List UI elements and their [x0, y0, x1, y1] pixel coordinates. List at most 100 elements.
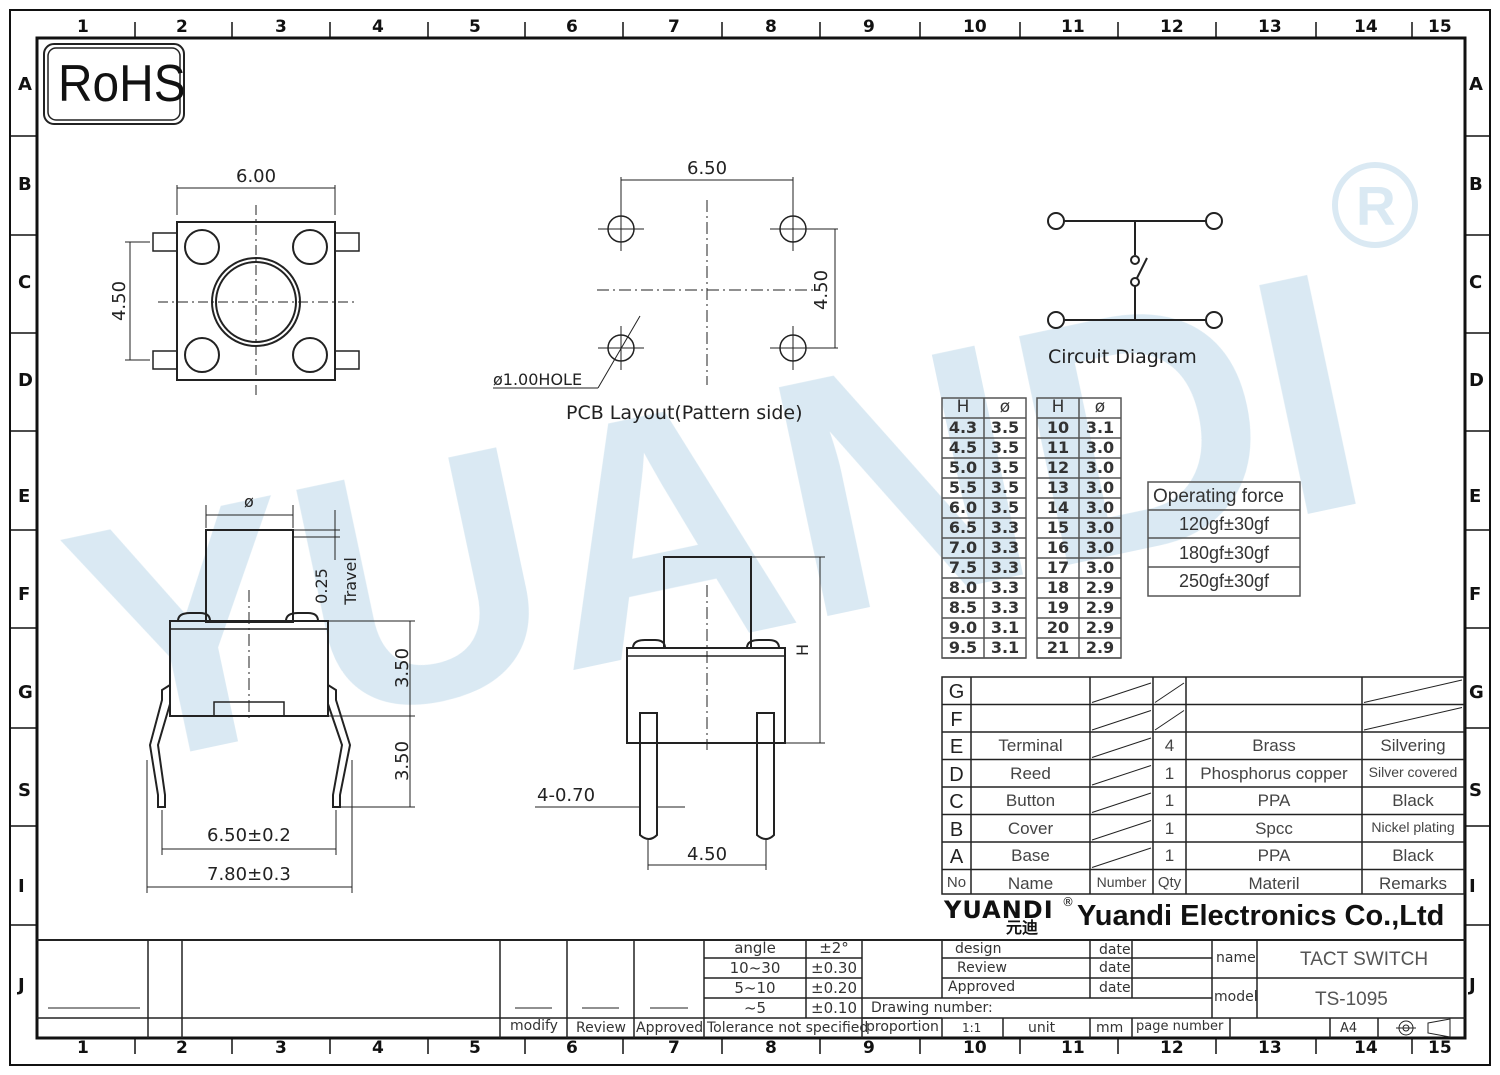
- zone-col-top-9: 9: [863, 17, 875, 37]
- hd-cell-d: 3.0: [1085, 498, 1115, 517]
- zone-row-left-J: J: [18, 975, 25, 996]
- zone-row-right-F: F: [1469, 584, 1482, 605]
- hd-cell-d: 3.0: [1085, 538, 1115, 557]
- tolerance-value: ±0.20: [811, 979, 857, 997]
- unit-label: unit: [1028, 1020, 1056, 1036]
- bom-material: Brass: [1252, 736, 1296, 755]
- zone-row-right-D: D: [1469, 370, 1484, 391]
- zone-col-top-14: 14: [1354, 17, 1378, 37]
- zone-col-bottom-5: 5: [469, 1038, 481, 1058]
- zone-row-left-C: C: [18, 272, 32, 293]
- company-name: Yuandi Electronics Co.,Ltd: [1077, 900, 1445, 932]
- side-view: [146, 505, 415, 893]
- model-label: model: [1214, 989, 1258, 1005]
- circuit-diagram: [1047, 212, 1223, 329]
- zone-row-left-E: E: [18, 486, 31, 507]
- tolerance-value: ±2°: [819, 939, 849, 957]
- hd-cell-d: 3.0: [1085, 438, 1115, 457]
- hd-table-grid: [941, 397, 1122, 659]
- bom-name: Button: [1005, 791, 1056, 810]
- zone-col-top-7: 7: [668, 17, 680, 37]
- force-value: 180gf±30gf: [1179, 542, 1269, 563]
- tolerance-range: ~5: [743, 999, 767, 1017]
- hd-cell-d: 3.0: [1085, 478, 1115, 497]
- zone-col-bottom-15: 15: [1428, 1038, 1452, 1058]
- hd-cell-h: 8.0: [948, 578, 978, 597]
- review-label: Review: [576, 1020, 626, 1036]
- zone-col-bottom-6: 6: [566, 1038, 578, 1058]
- bom-qty: 4: [1164, 736, 1175, 755]
- tolerance-range: 5~10: [734, 979, 776, 997]
- zone-row-right-B: B: [1469, 174, 1483, 195]
- bom-qty: 1: [1164, 791, 1175, 810]
- hd-cell-h: 13: [1046, 478, 1070, 497]
- hd-cell-h: 12: [1046, 458, 1070, 477]
- unit-value: mm: [1096, 1020, 1124, 1036]
- hd-cell-h: 5.5: [948, 478, 978, 497]
- bom-name: Terminal: [998, 736, 1063, 755]
- front-h-label: H: [793, 643, 813, 657]
- zone-col-bottom-9: 9: [863, 1038, 875, 1058]
- company-logo: YUANDI: [944, 896, 1054, 924]
- hd-cell-d: 3.5: [990, 438, 1020, 457]
- model-value: TS-1095: [1315, 989, 1388, 1010]
- hd-header-d: ø: [999, 397, 1011, 417]
- hd-cell-d: 3.1: [990, 618, 1020, 637]
- zone-row-left-F: F: [18, 584, 31, 605]
- hd-cell-d: 3.3: [990, 558, 1020, 577]
- hd-cell-h: 4.5: [948, 438, 978, 457]
- hd-cell-h: 4.3: [948, 418, 978, 437]
- tolerance-value: ±0.30: [811, 959, 857, 977]
- pcb-caption: PCB Layout(Pattern side): [566, 402, 803, 424]
- hd-cell-h: 5.0: [948, 458, 978, 477]
- hd-cell-h: 15: [1046, 518, 1070, 537]
- zone-col-top-15: 15: [1428, 17, 1452, 37]
- bom-no: F: [950, 708, 963, 731]
- hd-cell-d: 2.9: [1085, 638, 1115, 657]
- force-table-grid: [1147, 481, 1301, 597]
- company-logo-cn: 元迪: [1006, 918, 1039, 937]
- circuit-caption: Circuit Diagram: [1048, 346, 1197, 368]
- zone-col-top-5: 5: [469, 17, 481, 37]
- front-pitch-dim: 4.50: [687, 844, 728, 865]
- zone-col-top-12: 12: [1160, 17, 1184, 37]
- name-label: name: [1216, 950, 1256, 966]
- zone-col-top-1: 1: [77, 17, 89, 37]
- zone-col-bottom-3: 3: [275, 1038, 287, 1058]
- bom-qty: 1: [1164, 846, 1175, 865]
- bom-no: E: [949, 736, 964, 758]
- top-view: [125, 185, 360, 395]
- design-label: design: [955, 941, 1002, 957]
- zone-row-left-A: A: [18, 74, 32, 95]
- zone-col-top-8: 8: [765, 17, 777, 37]
- top-width-dim: 6.00: [236, 166, 277, 187]
- bom-remarks: Black: [1392, 791, 1434, 810]
- hd-cell-d: 3.3: [990, 598, 1020, 617]
- zone-row-right-A: A: [1469, 74, 1483, 95]
- bom-no: C: [949, 791, 964, 813]
- tolerance-range: angle: [734, 939, 776, 957]
- side-dia-label: ø: [244, 492, 254, 511]
- hd-cell-h: 18: [1046, 578, 1070, 597]
- zone-row-left-I: I: [18, 876, 25, 897]
- front-view: [535, 556, 825, 870]
- zone-col-bottom-8: 8: [765, 1038, 777, 1058]
- zone-col-top-3: 3: [275, 17, 287, 37]
- side-height-2: 3.50: [392, 740, 414, 782]
- page-number-label: page number: [1136, 1019, 1224, 1034]
- force-value: 120gf±30gf: [1179, 514, 1269, 534]
- hd-cell-d: 3.3: [990, 538, 1020, 557]
- side-overall-dim: 7.80±0.3: [207, 864, 291, 885]
- hd-cell-h: 9.0: [948, 618, 978, 637]
- zone-col-top-11: 11: [1061, 17, 1085, 37]
- hd-cell-h: 16: [1046, 538, 1070, 557]
- hd-cell-h: 7.0: [948, 538, 978, 557]
- title-block-grid: [37, 939, 1465, 1038]
- tolerance-label: Tolerance not specified: [707, 1020, 869, 1036]
- hd-cell-d: 2.9: [1085, 598, 1115, 617]
- zone-row-left-S: S: [18, 780, 31, 801]
- hd-cell-d: 3.5: [990, 478, 1020, 497]
- bom-material: PPA: [1257, 846, 1291, 865]
- bom-material: Spcc: [1255, 818, 1293, 838]
